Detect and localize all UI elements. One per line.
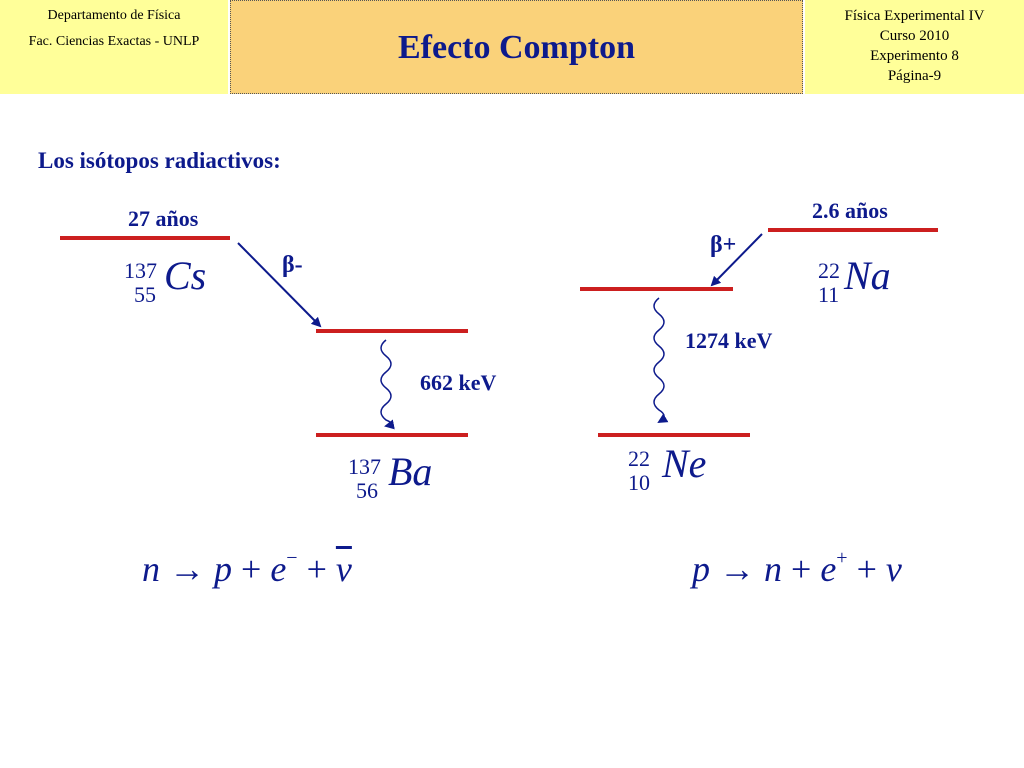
eq1-plus2: + [306, 549, 327, 589]
na-isotope: 22 11 Na [818, 253, 968, 328]
faculty-name: Fac. Ciencias Exactas - UNLP [28, 34, 200, 49]
eq2-n: n [764, 549, 782, 589]
na-atomic: 11 [818, 282, 840, 307]
eq2-plus1: + [791, 549, 812, 589]
ne-gamma-energy: 1274 keV [685, 328, 773, 353]
header-left: Departamento de Física Fac. Ciencias Exa… [0, 0, 228, 94]
header-right: Física Experimental IV Curso 2010 Experi… [805, 0, 1024, 94]
ba-gamma-energy: 662 keV [420, 370, 497, 395]
cs-atomic: 55 [134, 282, 156, 307]
eq1-e: e [270, 549, 287, 589]
course-name: Física Experimental IV [844, 8, 985, 24]
beta-minus-equation: n → p + e− + ν [142, 547, 352, 590]
beta-plus-label: β+ [710, 232, 737, 258]
beta-minus-arrow [237, 242, 322, 328]
eq1-arrow: → [169, 549, 205, 589]
ne-atomic: 10 [628, 470, 650, 495]
gamma-wave-right [653, 297, 669, 424]
eq1-antineutrino: ν [335, 549, 352, 589]
eq1-p: p [214, 549, 232, 589]
eq1-plus1: + [241, 549, 262, 589]
na-halflife: 2.6 años [812, 198, 888, 223]
ne-symbol: Ne [662, 441, 707, 486]
eq2-e: e [820, 549, 837, 589]
page-title: Efecto Compton [397, 29, 636, 66]
beta-minus-label: β- [282, 252, 303, 278]
cs-halflife: 27 años [128, 206, 199, 231]
eq2-plus2: + [856, 549, 877, 589]
gamma-wave-left [380, 339, 395, 430]
experiment-number: Experimento 8 [870, 48, 959, 64]
na-mass: 22 [818, 258, 840, 283]
ba-isotope: 137 56 Ba [348, 449, 498, 524]
eq1-n: n [142, 549, 160, 589]
ne-mass: 22 [628, 446, 650, 471]
page-number: Página-9 [887, 68, 942, 84]
cs-mass: 137 [124, 258, 157, 283]
na-symbol: Na [844, 253, 891, 298]
beta-plus-equation: p → n + e+ + ν [692, 547, 902, 590]
eq2-e-sup: + [836, 547, 848, 569]
ba-atomic: 56 [356, 478, 378, 503]
header-title-box: Efecto Compton [230, 0, 803, 94]
subtitle: Los isótopos radiactivos: [38, 148, 281, 173]
eq2-neutrino: ν [885, 549, 902, 589]
ba-mass: 137 [348, 454, 381, 479]
eq2-arrow: → [719, 549, 755, 589]
ba-symbol: Ba [388, 449, 433, 494]
beta-plus-arrow [710, 233, 763, 287]
course-year: Curso 2010 [879, 28, 950, 44]
ne-isotope: 22 10 Ne [628, 441, 778, 516]
cs-isotope: 137 55 Cs [124, 253, 274, 328]
eq1-e-sup: − [286, 547, 298, 569]
eq2-p: p [692, 549, 710, 589]
cs-symbol: Cs [164, 253, 207, 298]
dept-name: Departamento de Física [47, 8, 181, 23]
